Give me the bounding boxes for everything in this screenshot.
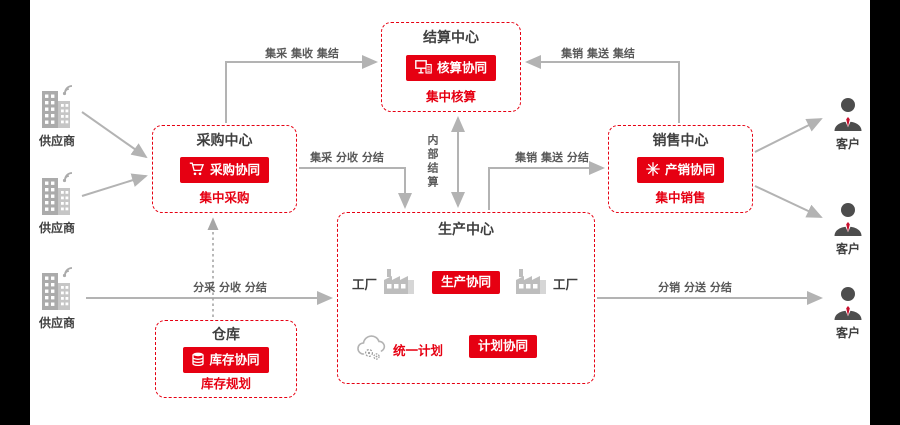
person-icon [833,286,863,324]
settlement-title: 结算中心 [423,30,479,46]
person-icon [833,202,863,240]
arrow-production-to-sales [488,161,605,210]
sales-title: 销售中心 [652,133,709,149]
arrow-sales-to-customer2 [754,185,823,218]
factory-left-label: 工厂 [352,276,378,292]
customer-label: 客户 [835,137,860,151]
procurement-center-box: 采购中心 采购协同 集中采购 [152,125,297,213]
arrow-supplier1-to-procurement [81,111,148,159]
sales-subtitle: 集中销售 [655,189,706,205]
flow-label-production-customer: 分销 分送 分结 [658,281,732,294]
production-center-box: 生产中心 工厂 生产协同 [337,212,595,384]
snowflake-icon [646,161,660,179]
factory-right-group: 工厂 [514,267,578,299]
supplier-label: 供应商 [38,316,75,330]
sales-badge-label: 产销协同 [664,161,715,177]
cloud-gears-icon [356,333,388,365]
letterbox-left [0,0,30,425]
building-icon [38,266,76,314]
factory-icon [514,267,548,299]
arrow-procurement-to-settlement [225,55,378,123]
building-icon [38,84,76,132]
production-badge-label: 生产协同 [440,274,492,289]
building-icon [38,171,76,219]
customer-label: 客户 [835,242,860,256]
settlement-subtitle: 集中核算 [425,88,476,104]
arrow-supplier2-to-procurement [81,173,148,197]
procurement-badge: 采购协同 [179,156,269,183]
settlement-badge-label: 核算协同 [436,59,487,75]
customer-label: 客户 [835,326,860,340]
settlement-badge: 核算协同 [405,54,496,81]
factory-right-label: 工厂 [552,276,578,292]
person-icon [833,97,863,135]
flow-label-sales-settlement: 集销 集送 集结 [561,47,635,60]
supplier-2: 供应商 [31,171,83,234]
plan-badge: 计划协同 [469,335,538,358]
warehouse-title: 仓库 [212,327,240,343]
supplier-1: 供应商 [31,84,83,147]
production-badge: 生产协同 [431,271,501,294]
customer-1: 客户 [822,97,874,150]
sales-center-box: 销售中心 产销协同 集中销售 [608,125,753,213]
arrow-sales-to-settlement [525,55,680,123]
flow-label-procurement-production: 集采 分收 分结 [310,151,384,164]
warehouse-box: 仓库 库存协同 库存规划 [155,320,297,398]
flow-label-supplier-production: 分采 分收 分结 [193,281,267,294]
warehouse-subtitle: 库存规划 [200,375,251,391]
flow-label-production-sales: 集销 集送 分结 [515,151,589,164]
settlement-center-box: 结算中心 核算协同 集中核算 [381,22,521,112]
customer-2: 客户 [822,202,874,255]
customer-3: 客户 [822,286,874,339]
sales-badge: 产销协同 [636,156,724,183]
plan-badge-label: 计划协同 [478,338,529,353]
warehouse-badge: 库存协同 [183,346,269,373]
arrow-sales-to-customer1 [754,118,823,153]
factory-icon [382,267,416,299]
supplier-label: 供应商 [38,221,75,235]
factory-left-group: 工厂 [352,267,416,299]
procurement-subtitle: 集中采购 [199,189,250,205]
unified-plan-label: 统一计划 [393,342,444,358]
procurement-title: 采购中心 [196,133,253,149]
production-title: 生产中心 [438,222,494,238]
letterbox-right [870,0,900,425]
monitor-icon [415,59,432,77]
arrow-procurement-to-production [299,167,412,209]
unified-plan-group: 统一计划 [356,333,443,365]
database-icon [192,352,205,369]
flow-label-procurement-settlement: 集采 集收 集结 [265,47,339,60]
supplier-3: 供应商 [31,266,83,329]
warehouse-badge-label: 库存协同 [209,351,260,367]
supplier-label: 供应商 [38,134,75,148]
procurement-badge-label: 采购协同 [209,161,260,177]
flow-label-internal-settlement: 内部结算 [426,134,439,190]
cart-icon [189,162,205,179]
